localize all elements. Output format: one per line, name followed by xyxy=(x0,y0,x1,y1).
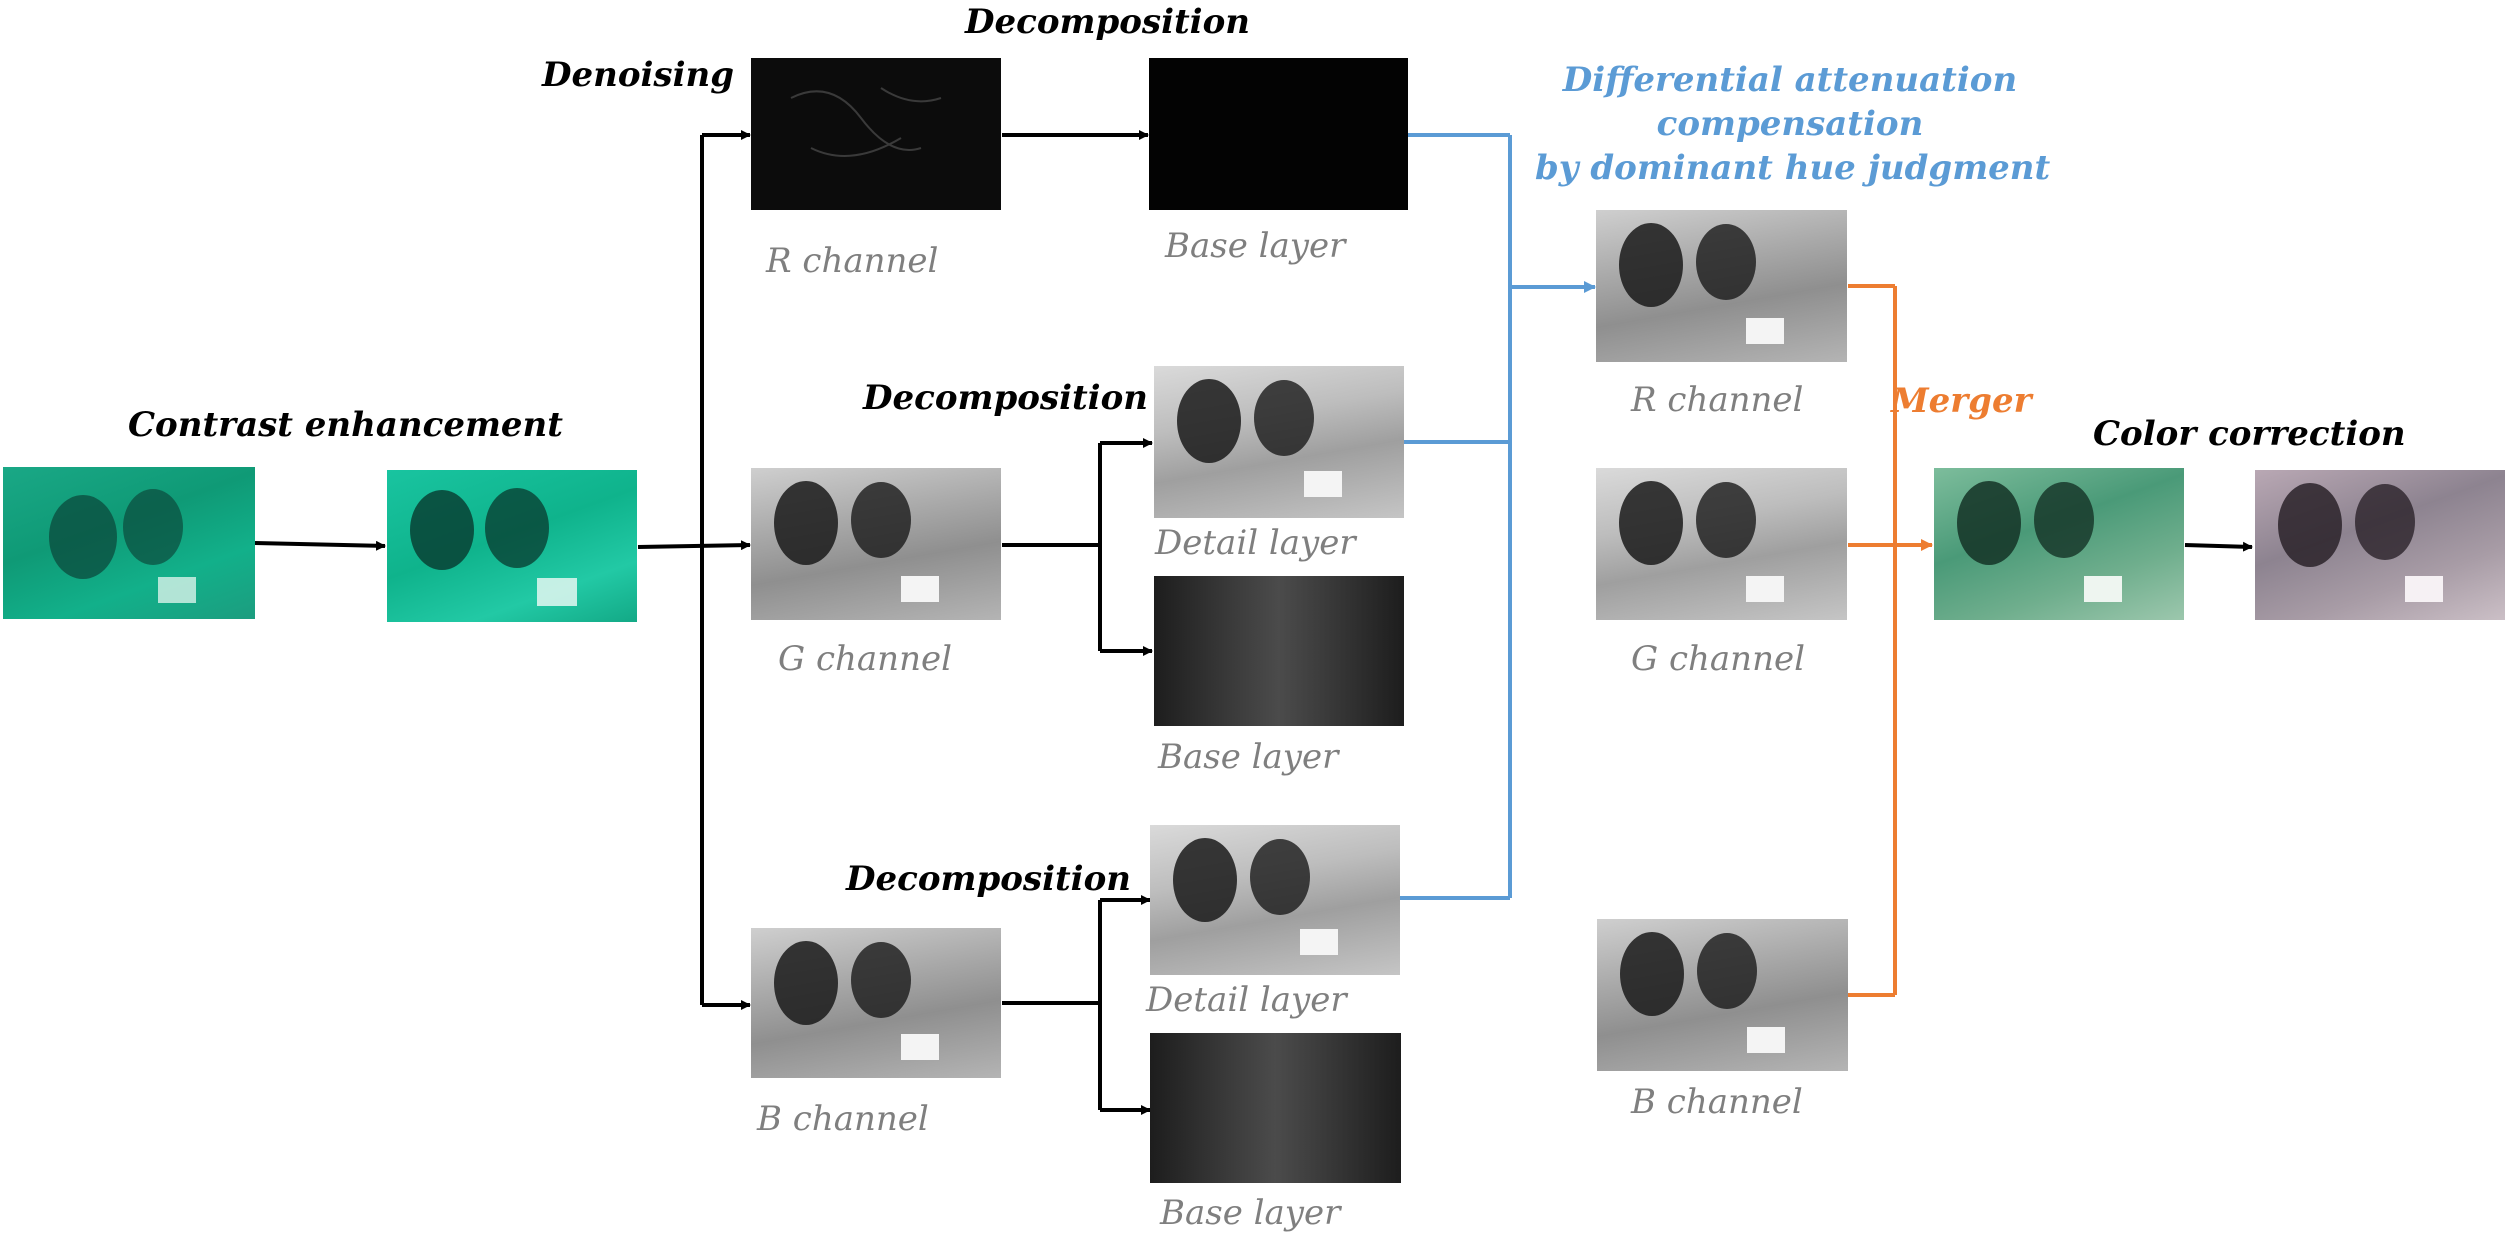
g-channel-image xyxy=(751,468,1001,620)
compensated-g-channel-image xyxy=(1596,468,1847,620)
contrast-enhanced-image xyxy=(387,470,637,622)
r-base-layer-caption: Base layer xyxy=(1165,226,1346,266)
compensated-r-channel-caption: R channel xyxy=(1631,380,1804,420)
contrast-enhancement-label: Contrast enhancement xyxy=(128,405,563,445)
b-channel-image xyxy=(751,928,1001,1078)
color-corrected-image xyxy=(2255,470,2505,620)
compensated-g-channel-caption: G channel xyxy=(1631,639,1805,679)
g-base-layer-caption: Base layer xyxy=(1158,737,1339,777)
b-channel-caption: B channel xyxy=(757,1099,929,1139)
r-base-layer-image xyxy=(1149,58,1408,210)
decomposition-b-label: Decomposition xyxy=(846,859,1131,899)
arrow-merged-to-final xyxy=(2184,541,2253,552)
b-base-layer-caption: Base layer xyxy=(1160,1193,1341,1233)
differential-attenuation-line-3: by dominant hue judgment xyxy=(1535,148,2051,188)
merger-lines xyxy=(1848,284,1933,997)
g-channel-caption: G channel xyxy=(778,639,952,679)
merged-image xyxy=(1934,468,2184,620)
merger-label: Merger xyxy=(1891,381,2032,421)
g-detail-layer-caption: Detail layer xyxy=(1155,523,1356,563)
compensated-b-channel-caption: B channel xyxy=(1631,1082,1803,1122)
arrow-enhanced-to-g xyxy=(637,540,751,551)
differential-attenuation-line-2: compensation xyxy=(1656,104,1924,144)
r-channel-denoised-image xyxy=(751,58,1001,210)
arrow-input-to-enhanced xyxy=(254,540,386,551)
denoising-label: Denoising xyxy=(542,55,734,95)
differential-attenuation-line-1: Differential attenuation xyxy=(1562,60,2018,100)
black-flow-lines xyxy=(254,130,2253,1115)
compensated-r-channel-image xyxy=(1596,210,1847,362)
decomposition-g-label: Decomposition xyxy=(863,378,1148,418)
compensated-b-channel-image xyxy=(1597,919,1848,1071)
decomposition-r-label: Decomposition xyxy=(965,2,1250,42)
b-detail-layer-image xyxy=(1150,825,1400,975)
input-underwater-image xyxy=(3,467,255,619)
g-base-layer-image xyxy=(1154,576,1404,726)
g-detail-layer-image xyxy=(1154,366,1404,518)
differential-attenuation-label: Differential attenuation compensation by… xyxy=(1535,58,2051,190)
compensation-lines xyxy=(1400,133,1596,900)
r-channel-caption: R channel xyxy=(766,241,939,281)
color-correction-label: Color correction xyxy=(2093,414,2406,454)
b-detail-layer-caption: Detail layer xyxy=(1146,980,1347,1020)
b-base-layer-image xyxy=(1150,1033,1401,1183)
